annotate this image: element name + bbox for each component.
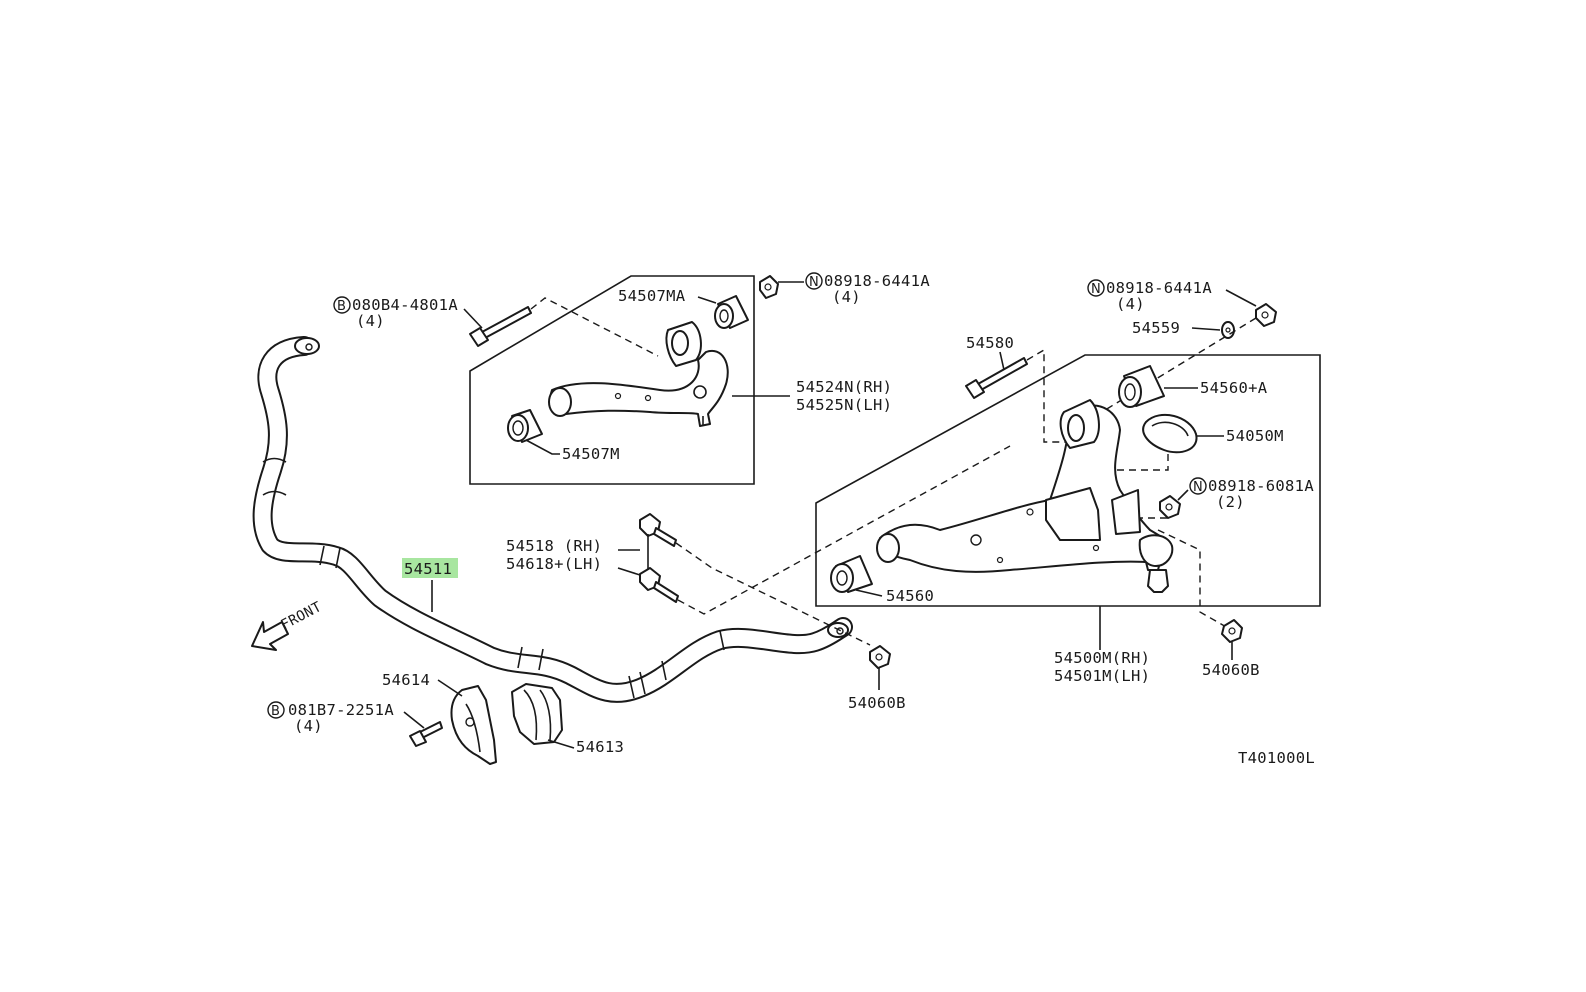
label-54580[interactable]: 54580: [966, 334, 1014, 352]
svg-text:B: B: [337, 299, 346, 314]
bushing-54613[interactable]: [511, 683, 563, 745]
nut-link-right: [1221, 619, 1243, 643]
svg-text:N: N: [1193, 480, 1203, 495]
front-arrow-icon: [251, 621, 289, 651]
label-54614[interactable]: 54614: [382, 671, 430, 689]
lower-control-arm[interactable]: [876, 399, 1174, 593]
label-54560[interactable]: 54560: [886, 587, 934, 605]
diagram-code: T401000L: [1238, 749, 1315, 767]
label-54507m[interactable]: 54507M: [562, 445, 620, 463]
svg-text:(4): (4): [356, 312, 385, 330]
nut-lower-top-08918: [1255, 303, 1277, 327]
label-54507ma[interactable]: 54507MA: [618, 287, 686, 305]
label-54050m[interactable]: 54050M: [1226, 427, 1284, 445]
label-front: FRONT: [278, 599, 324, 634]
label-nut-upper[interactable]: 08918-6441A: [824, 272, 930, 290]
svg-text:B: B: [271, 704, 280, 719]
upper-bushing-54507m[interactable]: [507, 409, 543, 443]
label-stabilizer-bar[interactable]: 54511: [404, 560, 452, 578]
label-nut-link-right[interactable]: 54060B: [1202, 661, 1260, 679]
svg-text:N: N: [1091, 282, 1101, 297]
upper-control-arm[interactable]: [548, 321, 729, 427]
nut-balljoint-08918: [1159, 495, 1181, 519]
svg-text:(4): (4): [1116, 295, 1145, 313]
svg-text:(4): (4): [832, 288, 861, 306]
stabilizer-link[interactable]: [639, 513, 679, 603]
bolt-080b4-icon: [469, 306, 532, 347]
lower-bushing-54560a[interactable]: [1118, 365, 1165, 408]
label-nut-balljoint[interactable]: 08918-6081A: [1208, 477, 1314, 495]
svg-text:(4): (4): [294, 717, 323, 735]
label-lower-arm-rh[interactable]: 54500M(RH): [1054, 649, 1150, 667]
label-link-lh[interactable]: 54618+(LH): [506, 555, 602, 573]
label-nut-lower-top[interactable]: 08918-6441A: [1106, 279, 1212, 297]
label-54559[interactable]: 54559: [1132, 319, 1180, 337]
bolt-081b7: [409, 721, 443, 747]
nut-link-left: [869, 645, 891, 669]
highlight-54511: [402, 558, 458, 578]
upper-arm-group-box: [469, 275, 755, 485]
bracket-54614[interactable]: [450, 685, 497, 765]
label-bolt-080b4[interactable]: 080B4-4801A: [352, 296, 458, 314]
stabilizer-bar[interactable]: [252, 336, 853, 703]
label-54560a[interactable]: 54560+A: [1200, 379, 1268, 397]
label-nut-link-left[interactable]: 54060B: [848, 694, 906, 712]
svg-text:N: N: [809, 275, 819, 290]
dust-cover-54050m: [1142, 413, 1198, 454]
label-upper-arm-rh[interactable]: 54524N(RH): [796, 378, 892, 396]
label-upper-arm-lh[interactable]: 54525N(LH): [796, 396, 892, 414]
label-bolt-081b7[interactable]: 081B7-2251A: [288, 701, 394, 719]
svg-text:(2): (2): [1216, 493, 1245, 511]
label-lower-arm-lh[interactable]: 54501M(LH): [1054, 667, 1150, 685]
lower-bushing-54560[interactable]: [830, 555, 873, 593]
label-link-rh[interactable]: 54518 (RH): [506, 537, 602, 555]
washer-54559: [1221, 321, 1235, 339]
bolt-54580: [965, 357, 1028, 399]
lower-arm-group-box: [815, 354, 1321, 607]
label-54613[interactable]: 54613: [576, 738, 624, 756]
nut-upper-08918: [759, 275, 779, 299]
upper-bushing-54507ma[interactable]: [714, 295, 749, 329]
